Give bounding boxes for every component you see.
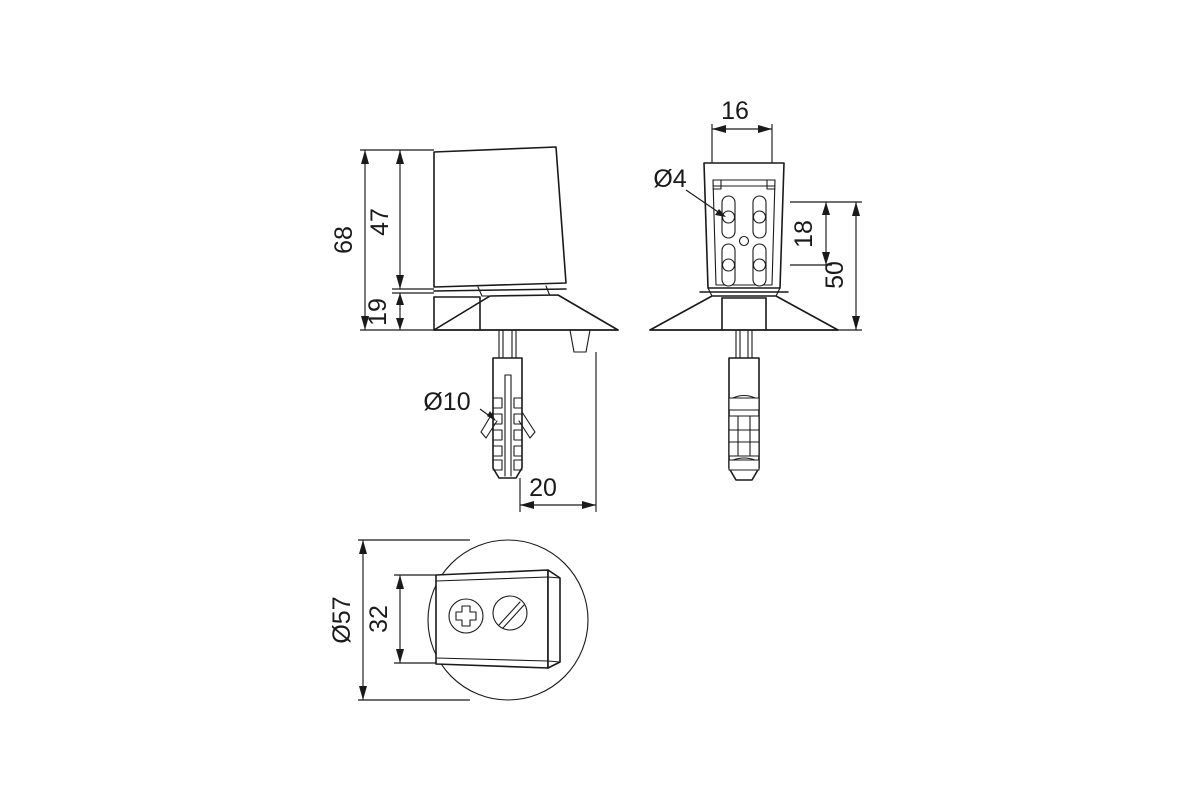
front-view-hole-top-right bbox=[752, 210, 767, 224]
dimension-32: 32 bbox=[365, 574, 436, 664]
side-view-wing-right bbox=[518, 411, 536, 439]
dim-47-text: 47 bbox=[366, 208, 394, 236]
dim-50-text: 50 bbox=[821, 261, 849, 289]
front-view-hole-bottom-left bbox=[721, 258, 736, 272]
front-view-hole-bottom-right bbox=[752, 258, 767, 272]
front-view-dowel-expansion bbox=[728, 415, 760, 457]
front-view-hole-top-left bbox=[721, 210, 736, 224]
dim-68-text: 68 bbox=[330, 226, 358, 254]
dimension-disc-diameter: Ø57 bbox=[328, 539, 470, 701]
dim-32-text: 32 bbox=[365, 605, 393, 633]
dim-d10-text: Ø10 bbox=[423, 388, 470, 416]
dim-19-arrow-bottom bbox=[396, 318, 404, 330]
dim-d4-text: Ø4 bbox=[653, 165, 686, 193]
side-view-rib-l5 bbox=[492, 459, 503, 471]
dim-68-arrow-bottom bbox=[361, 316, 369, 330]
dim-68-arrow-top bbox=[361, 150, 369, 164]
dimension-hole-diameter: Ø4 bbox=[653, 165, 726, 217]
dim-18-arrow-bottom bbox=[822, 252, 830, 265]
dim-32-arrow-bottom bbox=[396, 649, 404, 663]
front-view-center-hole bbox=[738, 235, 750, 247]
dim-19-arrow-top bbox=[396, 293, 404, 305]
dim-20-text: 20 bbox=[529, 474, 557, 502]
front-view-dowel-rib2-curve bbox=[732, 457, 756, 461]
side-view-rib-r3 bbox=[513, 429, 523, 441]
front-view-dowel-rib2 bbox=[728, 459, 760, 471]
bottom-view-bracket-side bbox=[547, 569, 561, 669]
dim-50-arrow-top bbox=[852, 202, 860, 216]
front-view-notch-left bbox=[712, 179, 722, 190]
bottom-view-slot-screw bbox=[492, 595, 528, 631]
dim-d57-text: Ø57 bbox=[328, 596, 356, 643]
side-view-rib-r1 bbox=[513, 397, 523, 409]
bottom-view-top-edge bbox=[435, 576, 549, 582]
dim-50-arrow-bottom bbox=[852, 316, 860, 330]
side-view-base-box bbox=[433, 296, 481, 331]
side-view-base-diagonal bbox=[433, 295, 491, 331]
dim-47-arrow-top bbox=[396, 150, 404, 164]
side-view-dowel-body bbox=[492, 357, 523, 479]
dim-47-arrow-bottom bbox=[396, 275, 404, 289]
dim-16-arrow-left bbox=[712, 125, 726, 133]
dim-20-arrow-left bbox=[520, 501, 534, 509]
side-view-drip-tab bbox=[569, 329, 591, 353]
dimension-16: 16 bbox=[711, 97, 773, 163]
bottom-view-top-edge-right bbox=[547, 576, 561, 579]
side-view-rib-l2 bbox=[492, 413, 503, 425]
dimension-20: 20 bbox=[519, 352, 597, 512]
bottom-view-bottom-edge bbox=[435, 657, 549, 662]
dim-18-text: 18 bbox=[790, 220, 818, 248]
dim-20-arrow-right bbox=[582, 501, 596, 509]
side-view-rib-l3 bbox=[492, 429, 503, 441]
bottom-view-bottom-edge-right bbox=[547, 660, 561, 663]
bottom-view-disc-circle bbox=[427, 539, 589, 701]
front-view-body-inner bbox=[712, 179, 776, 286]
front-view-dowel-rib1-curve bbox=[732, 394, 756, 399]
dimension-18: 18 bbox=[790, 201, 832, 266]
bottom-view-slot-line1 bbox=[498, 601, 521, 626]
dimension-dowel-diameter: Ø10 bbox=[423, 388, 496, 421]
front-view-slots bbox=[721, 195, 767, 287]
side-view: 68 47 19 Ø10 bbox=[330, 146, 619, 512]
bottom-view-phillips-screw bbox=[448, 598, 484, 634]
bottom-view-slot-line2 bbox=[502, 604, 525, 629]
side-view-rib-r5 bbox=[513, 459, 523, 471]
side-view-flange-line bbox=[433, 288, 567, 292]
dimension-50: 50 bbox=[821, 201, 862, 331]
dimension-68: 68 bbox=[330, 149, 434, 331]
side-view-rib-l4 bbox=[492, 445, 503, 457]
dim-d57-arrow-top bbox=[359, 540, 367, 554]
dim-18-arrow-top bbox=[822, 202, 830, 215]
bottom-view: Ø57 32 bbox=[328, 539, 589, 701]
dim-19-text: 19 bbox=[364, 298, 392, 326]
bottom-view-phillips-cross bbox=[455, 605, 477, 627]
side-view-rib-r2 bbox=[513, 413, 523, 425]
front-view-notch-right bbox=[766, 179, 776, 190]
side-view-rib-r4 bbox=[513, 445, 523, 457]
dim-d4-arrow bbox=[715, 209, 726, 217]
dim-d10-arrow bbox=[487, 411, 496, 421]
dim-32-arrow-top bbox=[396, 575, 404, 589]
side-view-body bbox=[433, 146, 567, 288]
dim-d57-arrow-bottom bbox=[359, 686, 367, 700]
dim-16-arrow-right bbox=[758, 125, 772, 133]
dimension-47: 47 bbox=[366, 150, 434, 290]
dim-16-text: 16 bbox=[721, 97, 749, 125]
side-view-wing-left bbox=[480, 411, 498, 439]
side-view-rib-l1 bbox=[492, 397, 503, 409]
front-view: 16 Ø4 18 50 bbox=[649, 97, 862, 481]
bottom-view-phillips-head bbox=[448, 598, 484, 634]
dimension-19: 19 bbox=[364, 292, 434, 330]
front-view-dowel-rib1 bbox=[728, 397, 760, 411]
